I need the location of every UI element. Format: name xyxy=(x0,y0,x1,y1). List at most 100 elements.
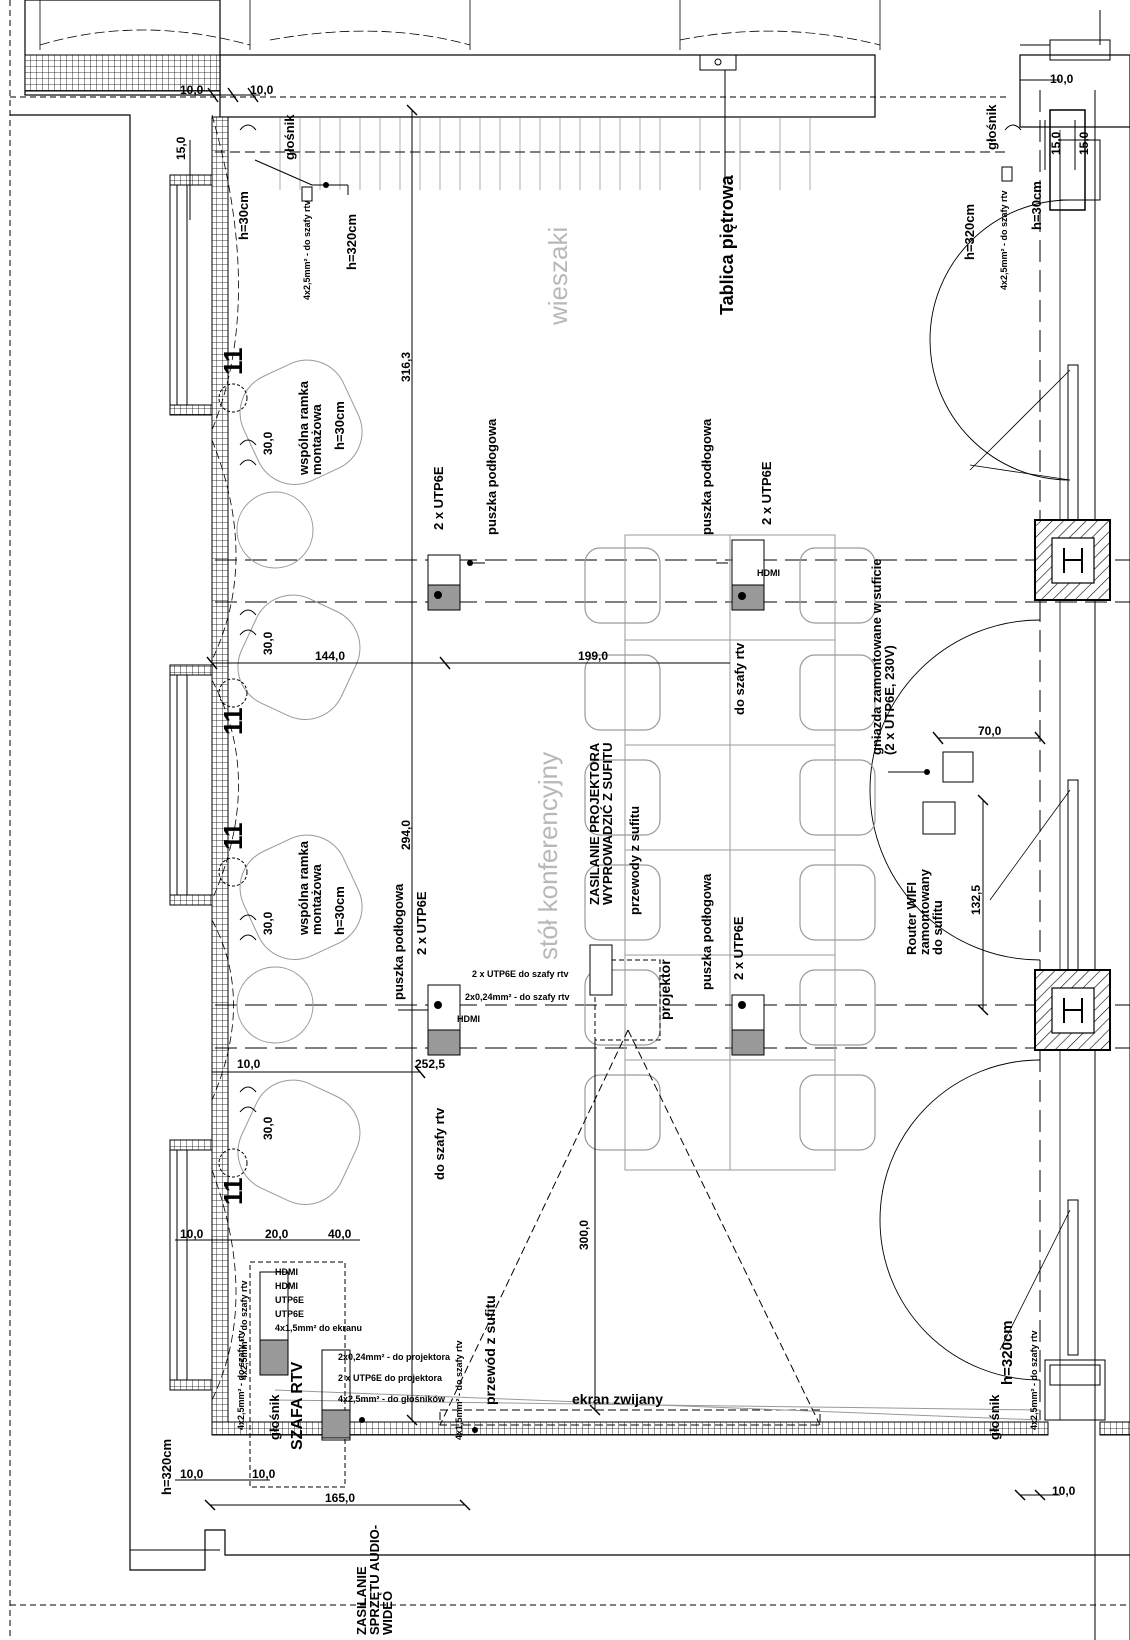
left-wall-grid xyxy=(211,116,229,1436)
coat-hooks xyxy=(279,118,811,190)
dimension: 40,0 xyxy=(328,1227,352,1241)
speaker-height: h=30cm xyxy=(236,191,251,240)
hdmi-label: HDMI xyxy=(457,1014,480,1024)
dimension: 70,0 xyxy=(978,724,1002,738)
floor-board-label: Tablica piętrowa xyxy=(717,175,737,315)
speaker-label: głośnik xyxy=(267,1394,282,1440)
speaker-box-right xyxy=(1001,166,1013,182)
rack-cable: HDMI xyxy=(275,1281,298,1291)
frame-label: wspólna ramka montażowa xyxy=(296,841,324,935)
left-wall-sockets xyxy=(218,124,1022,1178)
ceiling-cable-label: przewód z sufitu xyxy=(482,1295,498,1405)
projector-power-label: ZASILANIE PROJEKTORA WYPROWADZIĆ Z SUFIT… xyxy=(587,742,615,906)
floor-box-cables: 2 x UTP6E xyxy=(431,466,446,530)
frame-label: wspólna ramka montażowa xyxy=(296,381,324,475)
dimension: 10,0 xyxy=(1050,72,1074,86)
speaker-cable: 4x2,5mm² - do szafy rtv xyxy=(1029,1330,1039,1430)
ceiling-cables-label: przewody z sufitu xyxy=(627,805,642,915)
chairs xyxy=(584,547,876,1151)
window-mark: 11 xyxy=(218,707,248,736)
rack-cable: 2 x UTP6E do projektora xyxy=(338,1373,443,1383)
speaker-mount-height: h=320cm xyxy=(159,1438,174,1495)
dimension: 15,0 xyxy=(1049,131,1063,155)
coat-rack-label: wieszaki xyxy=(543,226,573,325)
screen-cable-label: 4x1,5mm² - do szafy rtv xyxy=(454,1340,464,1440)
floor-board-marker xyxy=(699,54,737,71)
rtv-rack-label: SZAFA RTV xyxy=(289,1361,306,1450)
dimension-ticks xyxy=(204,87,1046,1511)
armchairs xyxy=(236,359,363,1205)
rack-cable: UTP6E xyxy=(275,1295,305,1305)
dimension: 294,0 xyxy=(399,819,413,850)
router-label: Router WIFI zamontowany do sufitu xyxy=(904,869,945,955)
dimension-lines xyxy=(175,79,1076,1506)
projector xyxy=(594,959,661,1041)
screen xyxy=(439,1409,821,1426)
speaker-cable: 4x2,5mm² - do szafy rtv xyxy=(999,190,1009,290)
dimension: 10,0 xyxy=(1052,1484,1076,1498)
floor-box-2 xyxy=(731,539,765,611)
dimension: 199,0 xyxy=(578,649,609,663)
floor-box-4 xyxy=(731,994,765,1056)
floor-box-1 xyxy=(427,554,461,611)
door-swing-2 xyxy=(869,619,1041,961)
top-wall xyxy=(24,0,221,96)
floor-box-label: puszka podłogowa xyxy=(699,418,714,535)
speaker-label: głośnik xyxy=(282,114,297,160)
dimension: 252,5 xyxy=(415,1057,446,1071)
to-rack-label: do szafy rtv xyxy=(432,1107,447,1180)
windows xyxy=(169,174,213,1391)
dimension: 30,0 xyxy=(261,911,275,935)
rack-cable: HDMI xyxy=(275,1267,298,1277)
screen-label: ekran zwijany xyxy=(572,1391,664,1407)
dimension: 20,0 xyxy=(265,1227,289,1241)
dimension: 15,0 xyxy=(174,136,188,160)
dimension: 165,0 xyxy=(325,1491,356,1505)
dimension: 30,0 xyxy=(261,1116,275,1140)
floor-box-label: puszka podłogowa xyxy=(391,883,406,1000)
floor-box-label: puszka podłogowa xyxy=(484,418,499,535)
top-wall-grid xyxy=(24,54,221,92)
floor-box-3 xyxy=(427,984,461,1056)
projector-signal-cable: 2x0,24mm² - do szafy rtv xyxy=(465,992,570,1002)
right-top-block xyxy=(1049,109,1086,211)
dimension: 10,0 xyxy=(180,1467,204,1481)
frame-height: h=30cm xyxy=(332,401,347,450)
dimension: 30,0 xyxy=(261,431,275,455)
bottom-wall-grid xyxy=(211,1421,1049,1436)
door-swing-3 xyxy=(879,1059,1041,1381)
dimension: 15,0 xyxy=(1077,131,1091,155)
av-power-label: ZASILANIE SPRZĘTU AUDIO-WIDEO xyxy=(354,1524,395,1635)
dimension: 132,5 xyxy=(969,884,983,915)
floor-box-cables: 2 x UTP6E xyxy=(759,461,774,525)
speaker-height: h=30cm xyxy=(1029,181,1044,230)
window-mark: 11 xyxy=(218,822,248,851)
dimension: 10,0 xyxy=(237,1057,261,1071)
to-rack-label: do szafy rtv xyxy=(732,642,747,715)
ceiling-sockets xyxy=(942,751,974,783)
door-swing-1 xyxy=(929,199,1071,481)
speaker-mount-height: h=320cm xyxy=(999,1320,1016,1385)
frame-height: h=30cm xyxy=(332,886,347,935)
rack-cable-label: 4x2,5mm² - do szafy rtv xyxy=(239,1280,249,1380)
floor-box-cables: 2 x UTP6E xyxy=(414,891,429,955)
right-top-structure xyxy=(1019,54,1130,128)
conference-table xyxy=(624,534,836,1171)
dimension: 300,0 xyxy=(577,1219,591,1250)
rack-cable: UTP6E xyxy=(275,1309,305,1319)
projector-label: projektor xyxy=(657,959,673,1020)
hdmi-label: HDMI xyxy=(757,568,780,578)
rack-cable-list: HDMI HDMI UTP6E UTP6E 4x1,5mm² do ekranu xyxy=(275,1268,362,1333)
speaker-label: głośnik xyxy=(987,1394,1002,1440)
dimension: 144,0 xyxy=(315,649,346,663)
rack-cable: 2x0,24mm² - do projektora xyxy=(338,1352,451,1362)
conference-table-label: stół konferencyjny xyxy=(533,751,563,960)
dimension: 10,0 xyxy=(252,1467,276,1481)
dimension: 10,0 xyxy=(250,83,274,97)
dimension: 30,0 xyxy=(261,631,275,655)
top-beam xyxy=(219,54,876,118)
ceiling-sockets-label: gniazda zamontowane w suficie (2 x UTP6E… xyxy=(869,558,897,755)
dimension: 10,0 xyxy=(180,1227,204,1241)
speaker-cable: 4x2,5mm² - do szafy rtv xyxy=(302,200,312,300)
